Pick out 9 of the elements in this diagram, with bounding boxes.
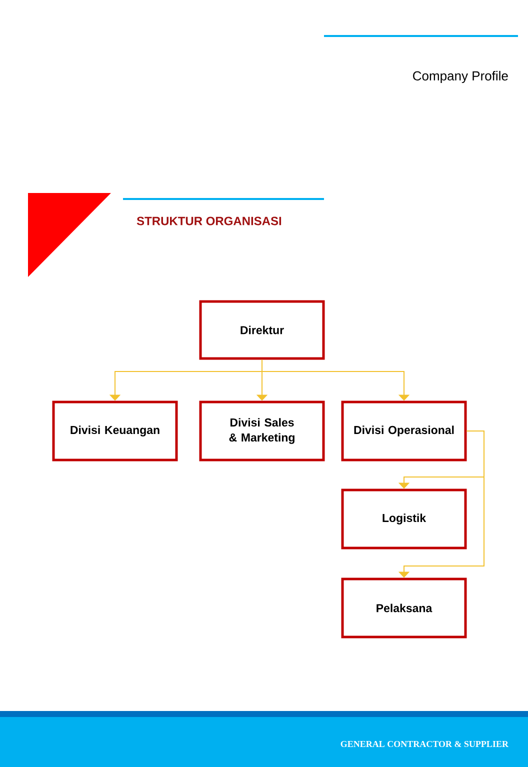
org-box: Pelaksana: [341, 578, 467, 638]
org-box: Logistik: [341, 488, 467, 550]
footer-text: GENERAL CONTRACTOR & SUPPLIER: [340, 740, 509, 748]
org-box: Divisi Keuangan: [52, 400, 178, 462]
org-box: Direktur: [199, 300, 325, 360]
org-box: Divisi Sales & Marketing: [199, 400, 325, 462]
section-title: STRUKTUR ORGANISASI: [136, 216, 282, 226]
org-box: Divisi Operasional: [341, 400, 467, 462]
subtitle: Company Profile: [413, 70, 508, 84]
